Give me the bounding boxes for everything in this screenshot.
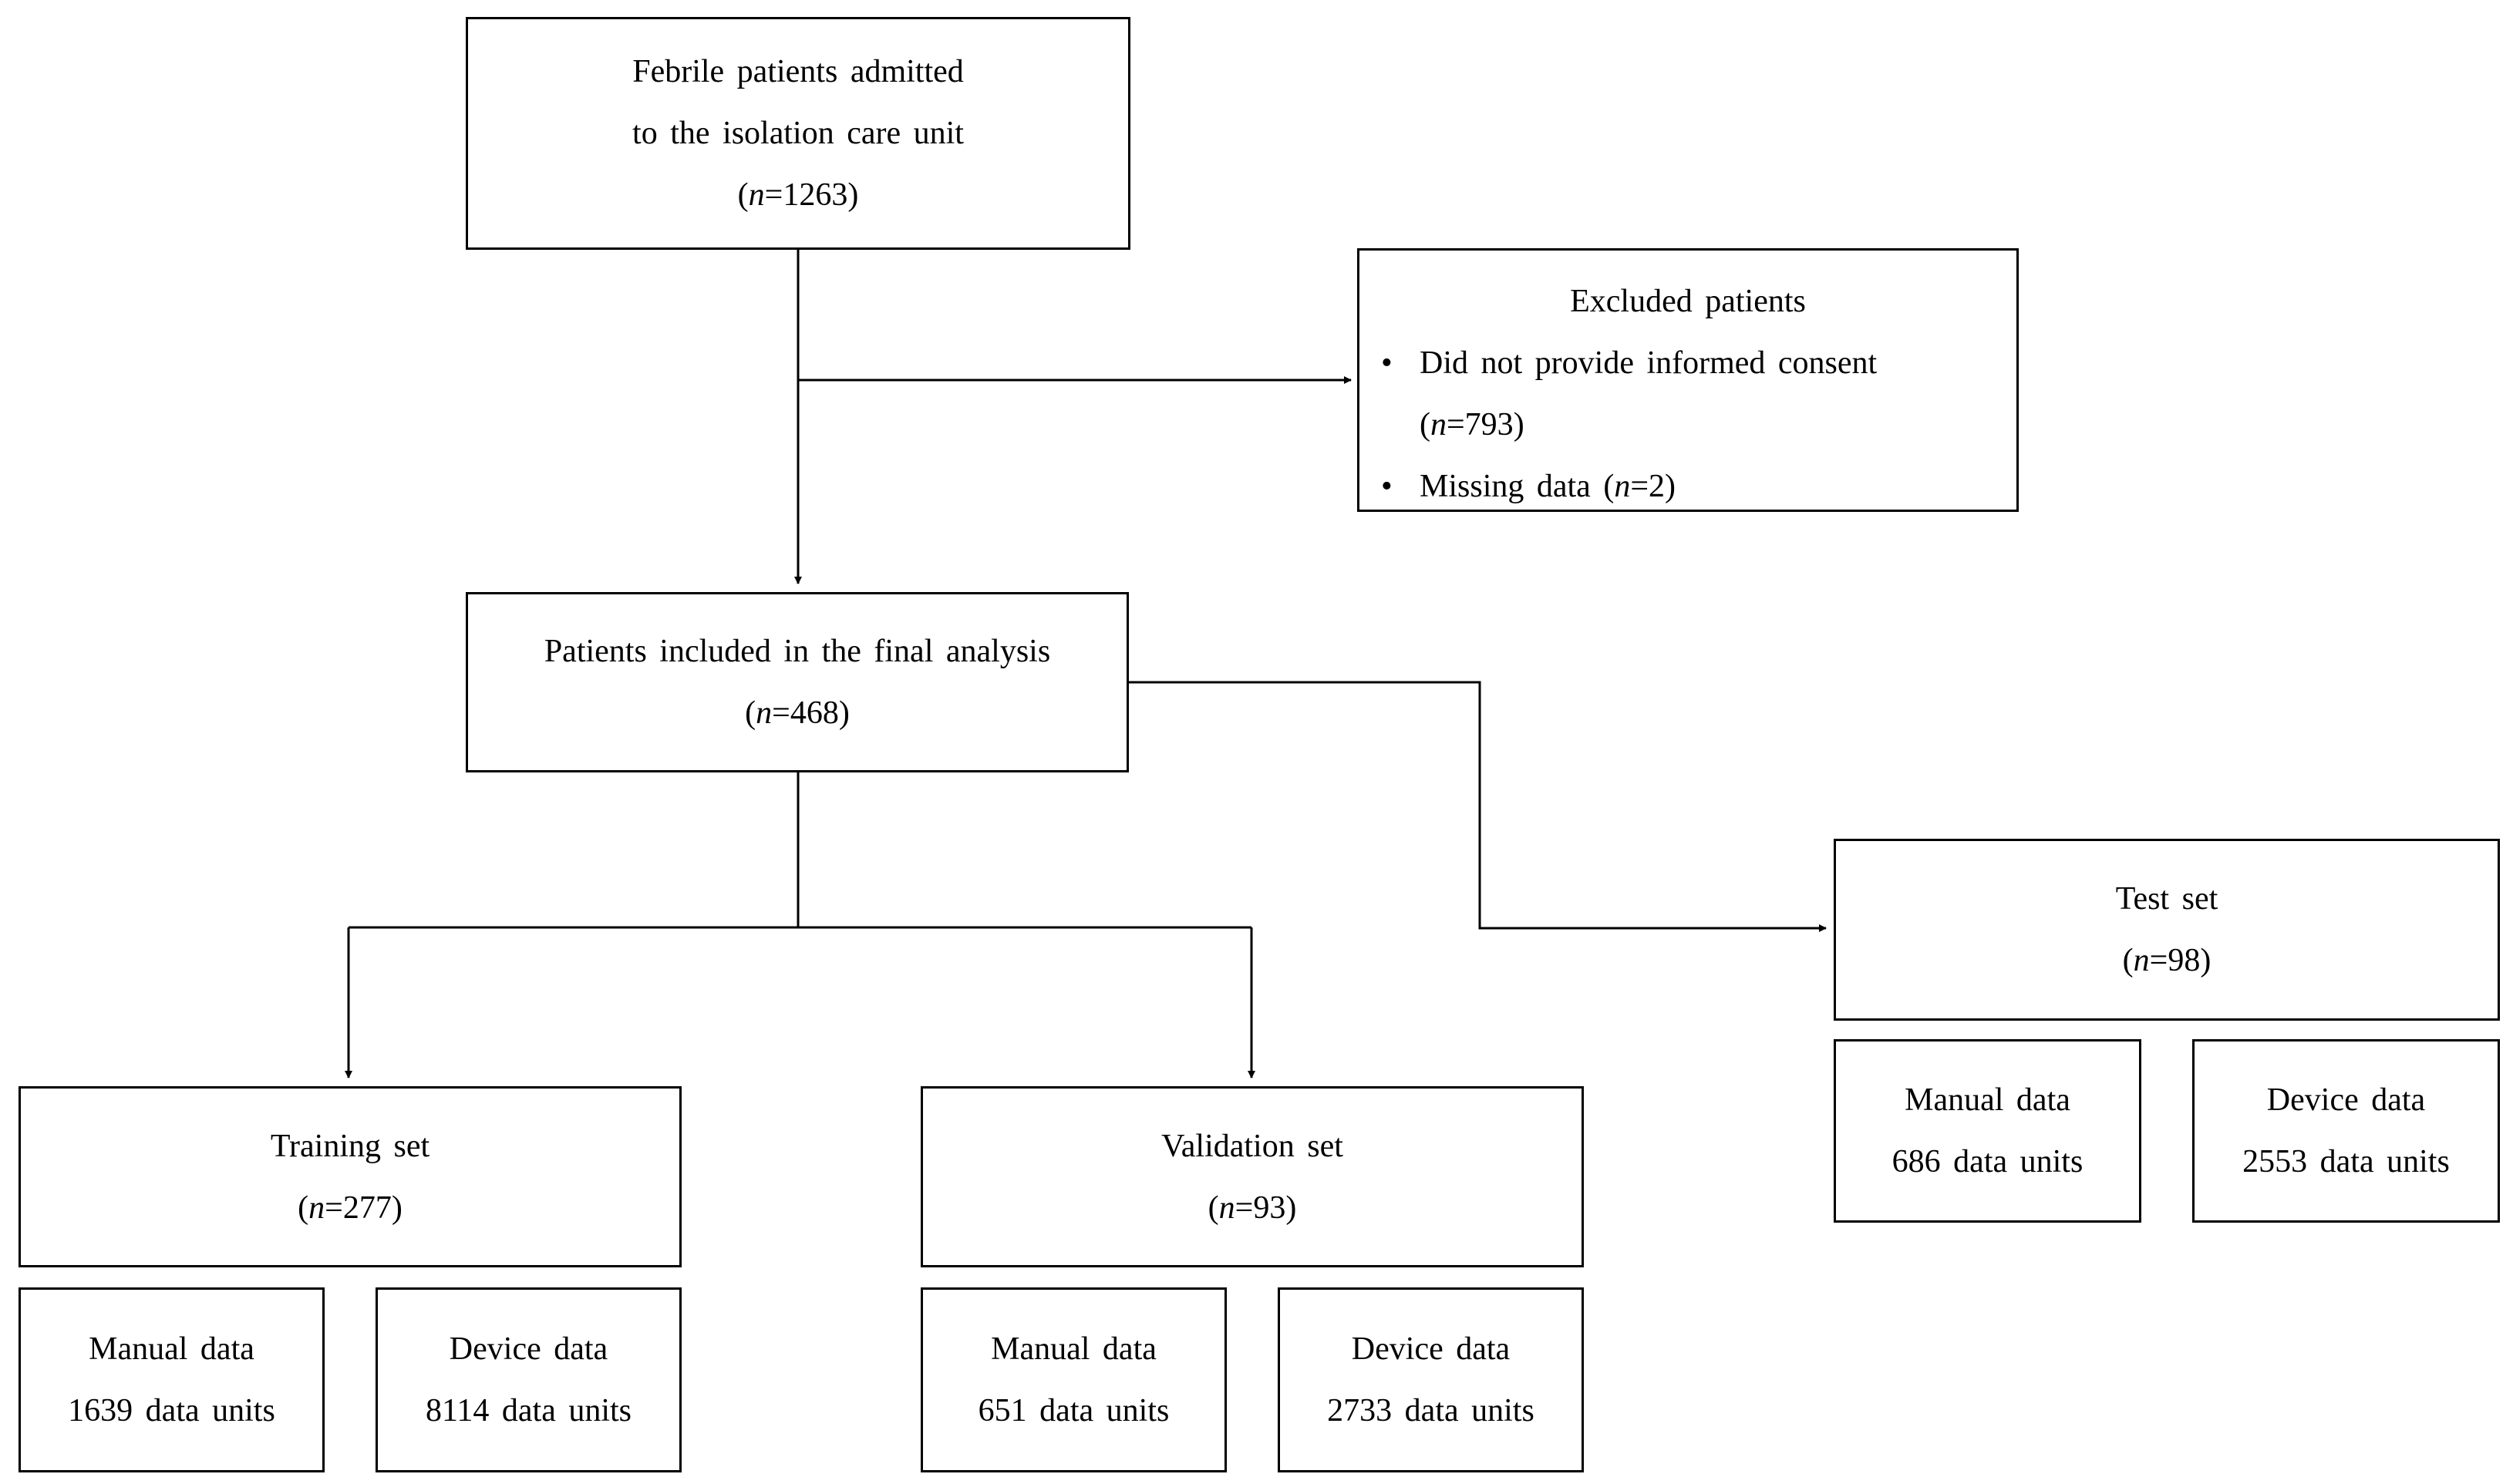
validation-set-box: Validation set (n=93) [921, 1086, 1584, 1267]
excluded-consent-n-value: =793 [1447, 407, 1514, 443]
validation-manual-label: Manual data [991, 1331, 1157, 1367]
included-patients-box: Patients included in the final analysis … [466, 592, 1129, 772]
excluded-item-consent: • Did not provide informed consent [1359, 332, 2016, 394]
validation-manual-units: 651 data units [978, 1393, 1170, 1428]
validation-n-value: =93 [1235, 1190, 1286, 1226]
validation-manual-data-box: Manual data 651 data units [921, 1287, 1227, 1472]
training-set-box: Training set (n=277) [19, 1086, 682, 1267]
bullet-icon: • [1381, 469, 1393, 504]
validation-device-data-box: Device data 2733 data units [1278, 1287, 1584, 1472]
febrile-line-1: Febrile patients admitted [632, 54, 964, 89]
training-n-count: (n=277) [298, 1190, 403, 1226]
excluded-consent-n-label: n [1430, 407, 1447, 443]
training-n-value: =277 [325, 1190, 392, 1226]
validation-device-label: Device data [1351, 1331, 1511, 1367]
test-manual-data-box: Manual data 686 data units [1834, 1039, 2141, 1223]
excluded-item-consent-text: Did not provide informed consent [1420, 345, 1878, 381]
training-manual-data-box: Manual data 1639 data units [19, 1287, 325, 1472]
febrile-n-value: =1263 [764, 177, 848, 213]
test-set-box: Test set (n=98) [1834, 839, 2500, 1021]
included-n-count: (n=468) [745, 695, 850, 731]
febrile-n-count: (n=1263) [737, 177, 859, 213]
excluded-title: Excluded patients [1570, 284, 1806, 319]
test-device-units: 2553 data units [2242, 1144, 2450, 1179]
excluded-missing-text: Missing data ( [1420, 469, 1615, 504]
febrile-patients-box: Febrile patients admitted to the isolati… [466, 17, 1130, 250]
included-n-value: =468 [772, 695, 839, 731]
test-n-value: =98 [2149, 943, 2201, 978]
excluded-missing-n-value: =2) [1630, 469, 1676, 504]
excluded-item-missing: • Missing data (n=2) [1359, 456, 2016, 517]
bullet-icon: • [1381, 345, 1393, 381]
training-n-label: n [308, 1190, 325, 1226]
febrile-line-2: to the isolation care unit [632, 116, 964, 151]
training-manual-units: 1639 data units [68, 1393, 275, 1428]
validation-n-count: (n=93) [1208, 1190, 1297, 1226]
validation-device-units: 2733 data units [1327, 1393, 1534, 1428]
validation-n-label: n [1218, 1190, 1235, 1226]
connector-included-to-test [1127, 681, 1827, 932]
excluded-missing-n-label: n [1614, 469, 1631, 504]
test-device-data-box: Device data 2553 data units [2192, 1039, 2500, 1223]
validation-title: Validation set [1161, 1128, 1343, 1164]
febrile-n-label: n [748, 177, 765, 213]
test-n-label: n [2133, 943, 2150, 978]
training-device-data-box: Device data 8114 data units [376, 1287, 682, 1472]
training-manual-label: Manual data [89, 1331, 254, 1367]
excluded-patients-box: Excluded patients • Did not provide info… [1357, 248, 2019, 512]
excluded-item-consent-count: (n=793) [1420, 407, 1524, 443]
test-manual-label: Manual data [1905, 1082, 2070, 1118]
excluded-item-missing-text: Missing data (n=2) [1420, 456, 1676, 517]
training-title: Training set [270, 1128, 430, 1164]
test-device-label: Device data [2266, 1082, 2426, 1118]
included-line-1: Patients included in the final analysis [544, 634, 1051, 669]
test-manual-units: 686 data units [1891, 1144, 2083, 1179]
included-n-label: n [756, 695, 773, 731]
training-device-units: 8114 data units [425, 1393, 632, 1428]
training-device-label: Device data [449, 1331, 608, 1367]
test-n-count: (n=98) [2122, 943, 2212, 978]
test-title: Test set [2115, 881, 2218, 917]
